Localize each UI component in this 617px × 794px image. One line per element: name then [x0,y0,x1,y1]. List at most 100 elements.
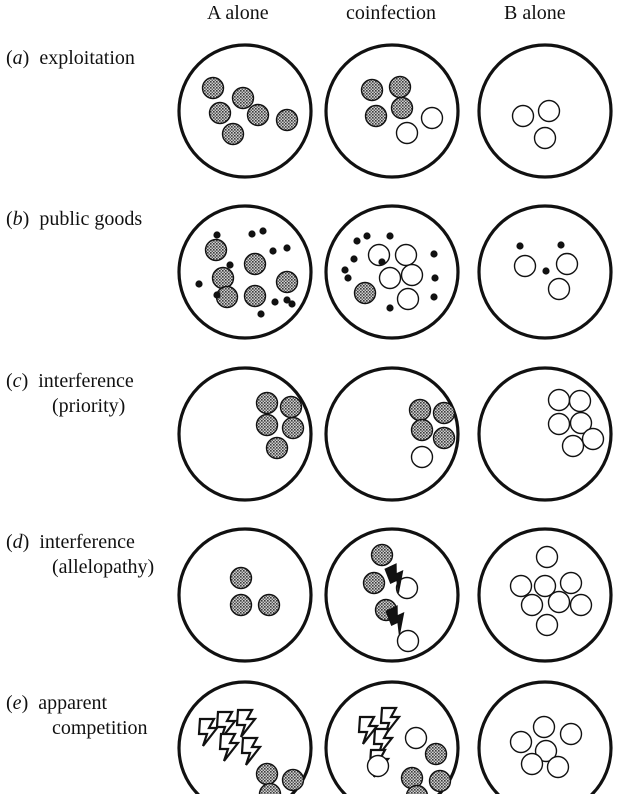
strain-a-cell [281,416,305,440]
strain-b-cell [396,629,420,653]
strain-b-cell [555,252,579,276]
public-good-dot [271,298,279,306]
lightning-bolt-icon [372,727,395,757]
strain-a-cell [229,593,253,617]
strain-a-cell [255,391,279,415]
column-header-a-alone: A alone [207,2,269,24]
row-label-b: (b) public goods [6,208,143,230]
strain-b-cell [569,593,593,617]
strain-a-cell [265,436,289,460]
strain-a-cell [204,238,228,262]
panel-circle [324,527,460,663]
strain-b-cell [533,126,557,150]
strain-a-cell [231,86,255,110]
public-good-dot [283,244,291,252]
public-good-dot [269,247,277,255]
public-good-dot [430,250,438,258]
public-good-dot [516,242,524,250]
strain-a-cell [275,270,299,294]
strain-b-cell [569,411,593,435]
lightning-bolt-icon [197,717,220,747]
strain-a-cell [432,426,456,450]
row-label-a: (a) exploitation [6,47,135,69]
strain-a-cell [211,266,235,290]
strain-b-cell [366,754,390,778]
public-good-dot [257,310,265,318]
strain-a-cell [424,742,448,766]
strain-a-cell [362,571,386,595]
public-good-dot [557,241,565,249]
panel-row-d-coinfection [324,527,460,663]
strain-b-cell [404,726,428,750]
panel-row-d-a-alone [177,527,313,663]
column-header-coinfection: coinfection [346,2,436,24]
panel-row-b-b-alone [477,204,613,340]
panel-circle [177,204,313,340]
strain-b-cell [561,434,585,458]
strain-a-cell [243,252,267,276]
strain-b-cell [513,254,537,278]
lightning-bolt-icon [357,715,380,745]
panel-row-b-a-alone [177,204,313,340]
strain-a-cell [208,101,232,125]
strain-b-cell [535,545,559,569]
panel-row-c-a-alone [177,366,313,502]
strain-b-cell [568,389,592,413]
public-good-dot [386,304,394,312]
panel-row-c-b-alone [477,366,613,502]
panel-row-c-coinfection [324,366,460,502]
strain-b-cell [520,593,544,617]
strain-a-cell [408,398,432,422]
panel-row-e-b-alone [477,680,613,794]
public-good-dot [430,293,438,301]
strain-b-cell [400,263,424,287]
panel-row-a-coinfection [324,43,460,179]
public-good-dot [344,274,352,282]
strain-a-cell [388,75,412,99]
strain-b-cell [547,277,571,301]
lightning-bolt-icon [240,736,263,766]
strain-a-cell [428,769,452,793]
strain-b-cell [394,243,418,267]
panel-row-a-a-alone [177,43,313,179]
strain-a-cell [370,543,394,567]
strain-b-cell [581,427,605,451]
strain-a-cell [246,103,270,127]
row-label-d: (d) interference(allelopathy) [6,531,155,578]
panel-row-e-a-alone [177,680,313,794]
column-header-b-alone: B alone [504,2,566,24]
public-good-dot [350,255,358,263]
lightning-bolt-icon [384,563,404,593]
public-good-dot [213,231,221,239]
strain-a-cell [410,418,434,442]
strain-a-cell [279,395,303,419]
strain-a-cell [405,784,429,794]
strain-a-cell [221,122,245,146]
strain-b-cell [547,388,571,412]
lightning-bolt-icon [385,605,405,635]
strain-a-cell [390,96,414,120]
strain-b-cell [511,104,535,128]
strain-a-cell [257,593,281,617]
strain-a-cell [255,762,279,786]
strain-b-cell [535,613,559,637]
strain-a-cell [281,768,305,792]
panel-row-d-b-alone [477,527,613,663]
strain-a-cell [275,108,299,132]
public-good-dot [378,258,386,266]
public-good-dot [288,300,296,308]
strain-b-cell [547,412,571,436]
strain-b-cell [509,730,533,754]
lightning-bolt-icon [235,708,258,738]
strain-b-cell [420,106,444,130]
lightning-bolt-icon [379,706,402,736]
public-good-dot [226,261,234,269]
public-good-dot [386,232,394,240]
strain-a-cell [360,78,384,102]
strain-b-cell [378,266,402,290]
strain-b-cell [537,99,561,123]
row-label-c: (c) interference(priority) [6,370,134,417]
strain-b-cell [547,590,571,614]
